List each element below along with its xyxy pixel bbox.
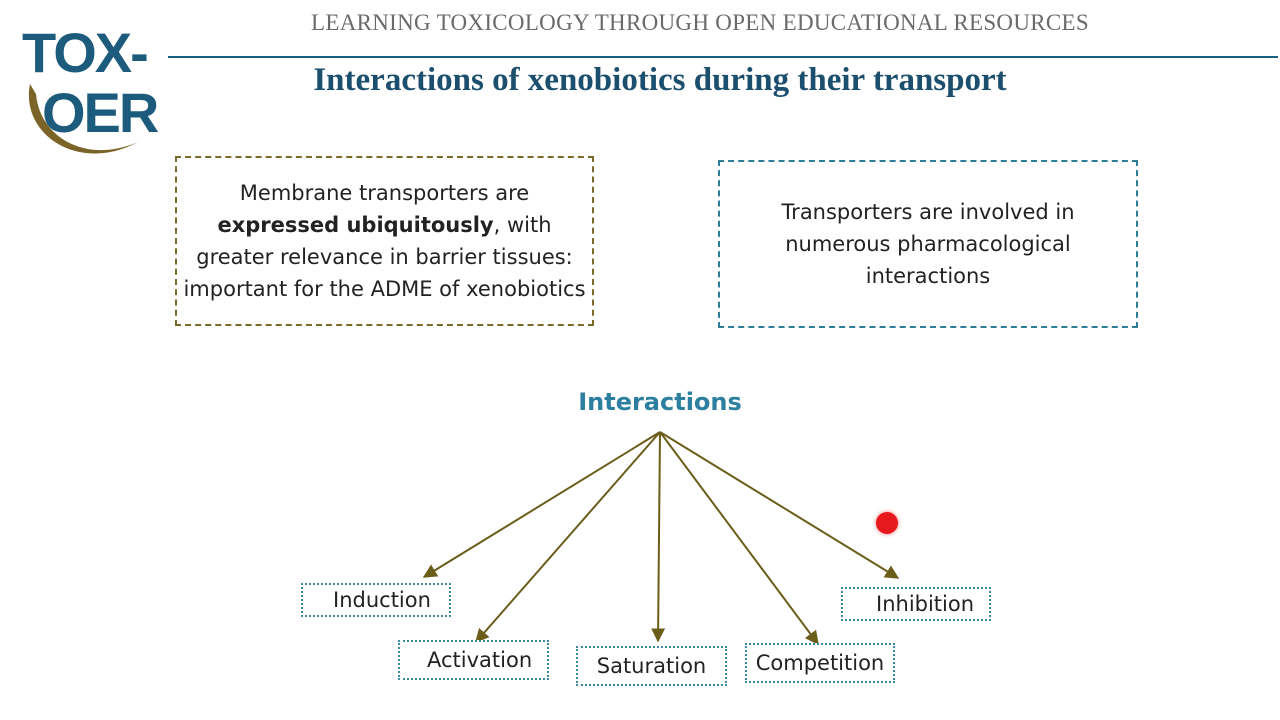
slide-title: Interactions of xenobiotics during their… (313, 62, 1007, 98)
leaf-saturation: Saturation (576, 646, 727, 686)
leaf-competition: Competition (745, 643, 895, 683)
arrow-to-competition (659, 431, 819, 646)
arrow-to-inhibition (659, 431, 900, 579)
arrow-to-activation (475, 431, 661, 644)
arrow-to-saturation (651, 431, 666, 643)
logo-line1: TOX- (22, 21, 147, 84)
tox-oer-logo: TOX- OER (22, 21, 161, 154)
laser-pointer-dot (876, 512, 898, 534)
header-banner: LEARNING TOXICOLOGY THROUGH OPEN EDUCATI… (311, 10, 1089, 35)
leaf-activation: Activation (398, 640, 549, 680)
arrow-to-induction (422, 431, 661, 578)
pharmacological-interactions-text: Transporters are involved in numerous ph… (781, 200, 1075, 288)
header-rule (168, 56, 1278, 58)
pharmacological-interactions-box: Transporters are involved in numerous ph… (718, 160, 1138, 328)
logo-swoosh (28, 84, 138, 154)
leaf-induction: Induction (301, 583, 451, 617)
logo-line2: OER (42, 81, 159, 144)
ubiquitous-expression-text: Membrane transporters are expressed ubiq… (183, 181, 586, 301)
diagram-root-label: Interactions (578, 388, 742, 416)
leaf-inhibition: Inhibition (841, 587, 991, 621)
ubiquitous-expression-box: Membrane transporters are expressed ubiq… (175, 156, 594, 326)
